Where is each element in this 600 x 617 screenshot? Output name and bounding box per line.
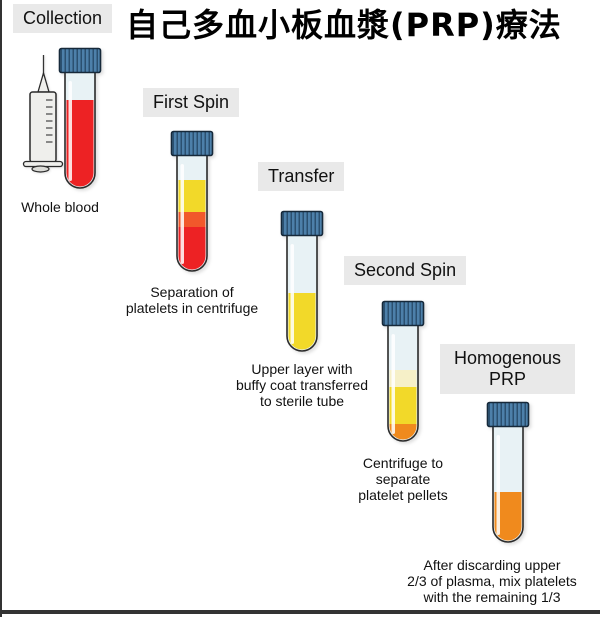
tube-cap (486, 401, 530, 428)
tube-outline (492, 426, 524, 543)
step-label-first-spin: First Spin (143, 88, 240, 117)
tube-transfer (280, 210, 324, 352)
caption-first-spin: Separation of platelets in centrifuge (125, 284, 259, 316)
tube-second-spin (381, 300, 425, 442)
left-border (0, 0, 2, 617)
pale-plasma-layer (389, 370, 417, 387)
tube-outline (64, 72, 96, 189)
tube-whole-blood (58, 47, 102, 189)
step-label-transfer: Transfer (258, 162, 345, 191)
tube-cap (58, 47, 102, 74)
syringe-hub (37, 72, 50, 93)
tube-outline (387, 325, 419, 442)
glass-highlight (496, 435, 500, 535)
tube-cap (170, 130, 214, 157)
syringe-plunger-foot (31, 165, 50, 173)
tube-first-spin (170, 130, 214, 272)
step-label-homogenous-prp: Homogenous PRP (440, 344, 575, 394)
tube-cap (280, 210, 324, 237)
glass-highlight (180, 164, 184, 264)
syringe-scale-ticks (46, 99, 53, 143)
step-label-collection: Collection (13, 4, 113, 33)
caption-transfer: Upper layer with buffy coat transferred … (235, 361, 369, 409)
glass-highlight (391, 334, 395, 434)
platelet-pellet-layer (389, 424, 417, 440)
glass-highlight (68, 81, 72, 181)
caption-whole-blood: Whole blood (21, 199, 99, 215)
syringe-icon (22, 55, 64, 173)
bottom-border (0, 610, 600, 614)
buffy-coat-layer (178, 212, 206, 227)
tube-homogenous-prp (486, 401, 530, 543)
glass-highlight (290, 244, 294, 344)
tube-outline (176, 155, 208, 272)
tube-outline (286, 235, 318, 352)
step-label-second-spin: Second Spin (344, 256, 467, 285)
caption-homogenous-prp: After discarding upper 2/3 of plasma, mi… (407, 557, 577, 605)
tube-cap (381, 300, 425, 327)
page-title: 自己多血小板血漿(PRP)療法 (126, 6, 562, 44)
caption-second-spin: Centrifuge to separate platelet pellets (358, 455, 448, 503)
syringe-barrel (29, 91, 57, 163)
